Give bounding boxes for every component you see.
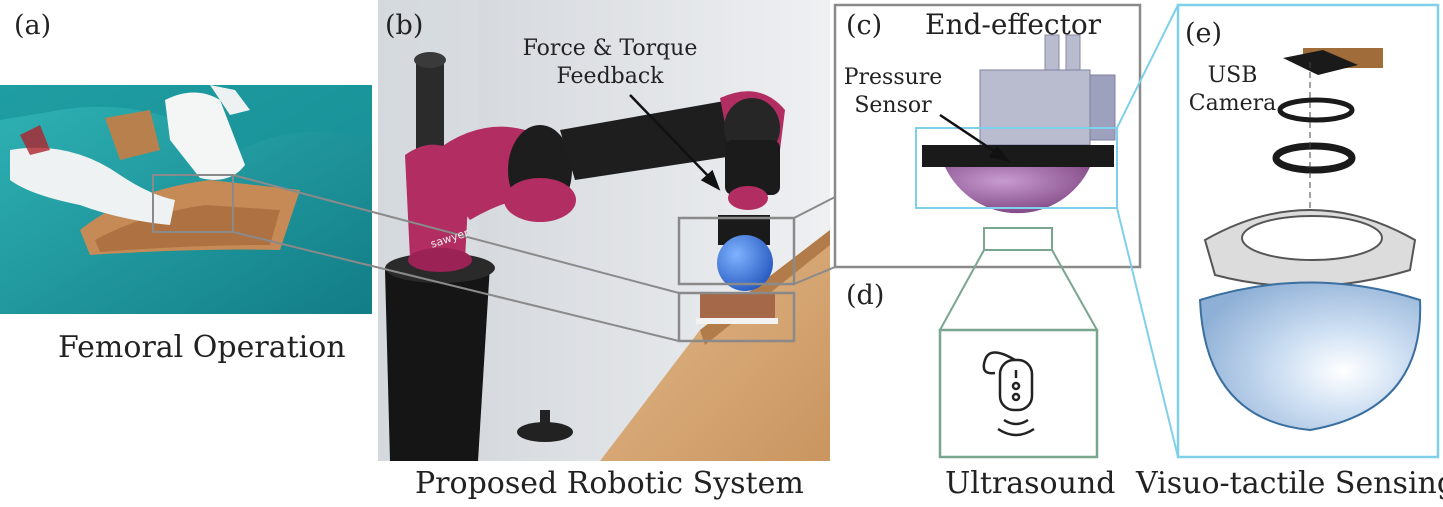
wave-icon — [997, 418, 1035, 437]
panel-label-b: (b) — [385, 10, 424, 41]
annotation-arrows — [629, 94, 1011, 191]
femoral-operation-photo — [0, 85, 372, 314]
caption-visuo-tactile-sensing: Visuo-tactile Sensing — [1136, 466, 1443, 501]
caption-proposed-robotic-system: Proposed Robotic System — [415, 466, 804, 501]
caption-ultrasound: Ultrasound — [945, 466, 1116, 501]
visuotactile-exploded-view — [1176, 3, 1440, 459]
annotation-line-1: Force & Torque — [522, 36, 698, 61]
annotation-line-1: USB — [1207, 63, 1258, 88]
ultrasound-probe-icon — [982, 351, 1034, 412]
panel-label-c: (c) — [846, 10, 883, 41]
green-connector-lines — [939, 227, 1098, 331]
annotation-pressure-sensor: Pressure Sensor — [838, 64, 948, 120]
caption-femoral-operation: Femoral Operation — [58, 330, 346, 365]
annotation-force-torque: Force & Torque Feedback — [495, 35, 725, 91]
annotation-usb-camera: USB Camera — [1180, 62, 1285, 118]
end-effector-render — [833, 3, 1142, 269]
panel-label-e: (e) — [1185, 18, 1223, 49]
annotation-line-2: Sensor — [854, 93, 932, 118]
panel-label-d: (d) — [846, 280, 885, 311]
panel-label-a: (a) — [14, 10, 52, 41]
annotation-line-2: Feedback — [556, 64, 664, 89]
annotation-line-2: Camera — [1188, 91, 1277, 116]
annotation-line-1: Pressure — [843, 65, 943, 90]
cyan-connector-lines — [915, 4, 1179, 458]
connector-lines — [232, 174, 836, 342]
robot-system-photo — [378, 0, 830, 461]
end-effector-title: End-effector — [925, 8, 1102, 41]
ultrasound-panel — [938, 328, 1099, 459]
